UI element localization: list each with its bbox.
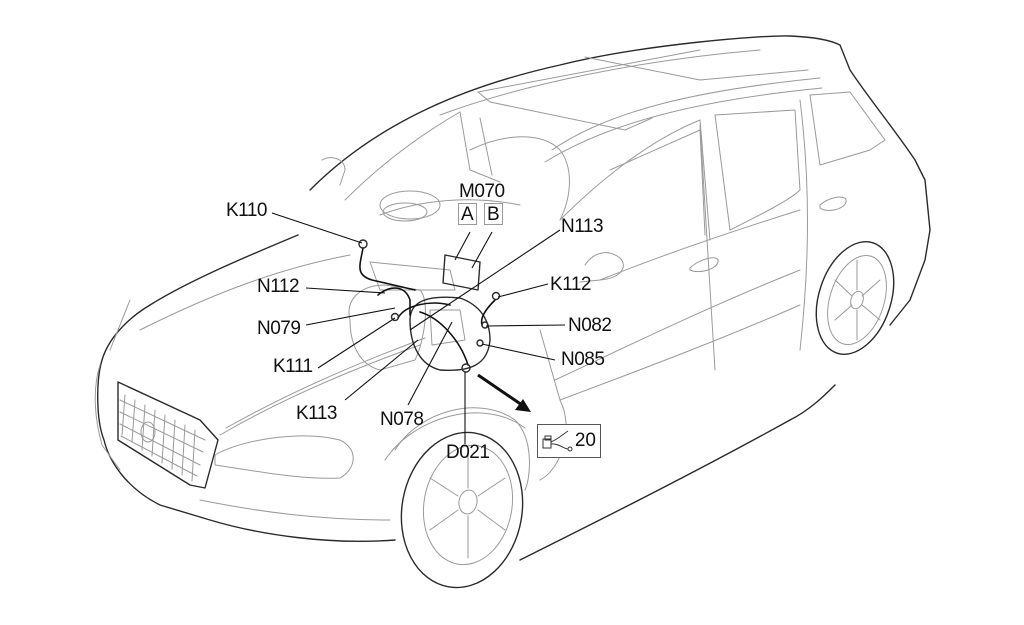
leader-lines: [271, 212, 566, 444]
detail-reference-number: 20: [574, 430, 596, 451]
label-n085: N085: [561, 349, 605, 370]
k111-sensor: [390, 312, 400, 322]
k110-sensor: [358, 239, 368, 249]
grille: [119, 394, 206, 482]
label-k112: K112: [550, 274, 591, 295]
k112-sensor: [491, 291, 501, 301]
connector-a-label: A: [458, 203, 477, 225]
detail-arrow: [477, 373, 531, 412]
connector-icon: [542, 430, 573, 452]
label-k110: K110: [226, 200, 267, 221]
connector-b-label: B: [484, 203, 503, 225]
engine-components: [348, 239, 501, 373]
detail-reference-box: 20: [537, 424, 601, 458]
label-n078: N078: [380, 409, 424, 430]
n082-connector: [481, 321, 489, 329]
label-n112: N112: [257, 276, 300, 297]
label-m070: M070: [459, 181, 505, 202]
label-d021: D021: [446, 442, 490, 463]
label-n079: N079: [257, 318, 301, 339]
windshield: [344, 111, 570, 222]
label-n082: N082: [568, 315, 612, 336]
d021-connector: [461, 363, 471, 373]
front-wheel: [384, 407, 530, 589]
side-mirror: [579, 252, 624, 283]
label-k111: K111: [273, 356, 313, 377]
label-n113: N113: [561, 216, 604, 237]
headlight: [214, 435, 354, 479]
left-mirror: [321, 157, 346, 186]
abs-unit: [409, 296, 491, 372]
rear-wheel: [815, 241, 895, 355]
doors: [539, 91, 886, 481]
car-body-outline: [97, 35, 931, 561]
m070-module: [442, 254, 481, 291]
n085-connector: [476, 339, 484, 347]
label-k113: K113: [296, 403, 337, 424]
roof-lines: [439, 49, 823, 163]
front-end: [94, 254, 426, 521]
